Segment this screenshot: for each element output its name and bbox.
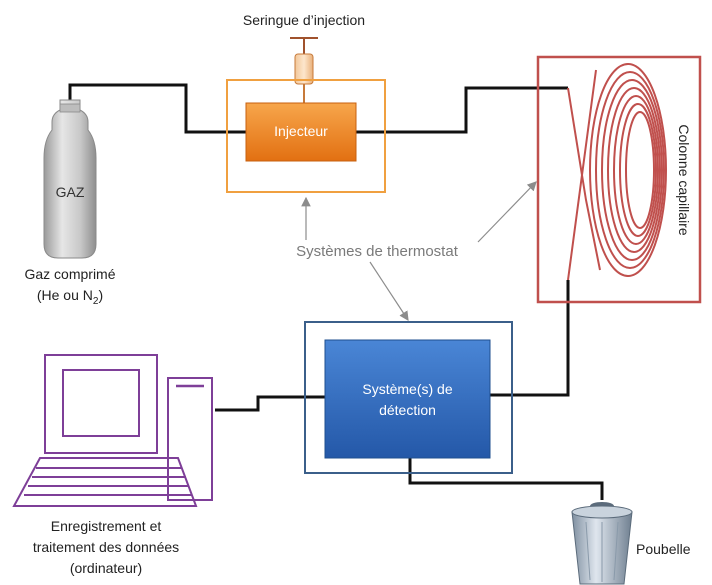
column-thermostat-frame bbox=[536, 55, 702, 304]
recording-label-line1: Enregistrement et bbox=[50, 518, 162, 534]
thermostat-arrows bbox=[301, 181, 537, 322]
trash-bin-icon bbox=[571, 502, 633, 585]
injector-label: Injecteur bbox=[274, 123, 328, 139]
pipe-injector-to-column bbox=[356, 86, 568, 134]
detector-thermostat-frame bbox=[304, 321, 513, 474]
arrow-to-detector bbox=[369, 261, 409, 322]
pipe-column-to-detector bbox=[490, 280, 570, 397]
gas-caption-suffix: ) bbox=[98, 287, 104, 303]
recording-label-line2: traitement des données bbox=[32, 539, 180, 555]
detector-label-line2: détection bbox=[379, 402, 436, 418]
pipe-detector-to-bin bbox=[408, 458, 604, 500]
gas-cylinder-icon bbox=[43, 99, 97, 259]
gas-caption-line2: (He ou N2) bbox=[4, 287, 136, 307]
syringe-icon bbox=[290, 37, 318, 112]
computer-icon bbox=[12, 354, 213, 507]
gas-pipes bbox=[68, 83, 604, 500]
pipe-gas-to-injector bbox=[68, 83, 246, 134]
gas-caption-line1: Gaz comprimé bbox=[24, 266, 116, 282]
injector-thermostat-frame bbox=[226, 79, 386, 193]
gas-caption-subscript: 2 bbox=[92, 295, 99, 307]
detector-box bbox=[324, 339, 491, 459]
trash-label: Poubelle bbox=[636, 541, 691, 557]
recording-label-line3: (ordinateur) bbox=[69, 560, 143, 576]
arrow-to-column bbox=[477, 181, 537, 243]
thermostat-label: Systèmes de thermostat bbox=[272, 243, 482, 260]
capillary-column-label: Colonne capillaire bbox=[676, 124, 692, 236]
syringe-label: Seringue d’injection bbox=[242, 12, 366, 28]
pipe-detector-to-computer bbox=[215, 395, 325, 412]
injector-box bbox=[245, 102, 357, 162]
detector-label-line1: Système(s) de bbox=[362, 381, 453, 397]
capillary-column-coil bbox=[567, 63, 667, 281]
gas-caption-prefix: (He ou N bbox=[36, 287, 93, 303]
gas-bottle-label: GAZ bbox=[55, 184, 85, 200]
